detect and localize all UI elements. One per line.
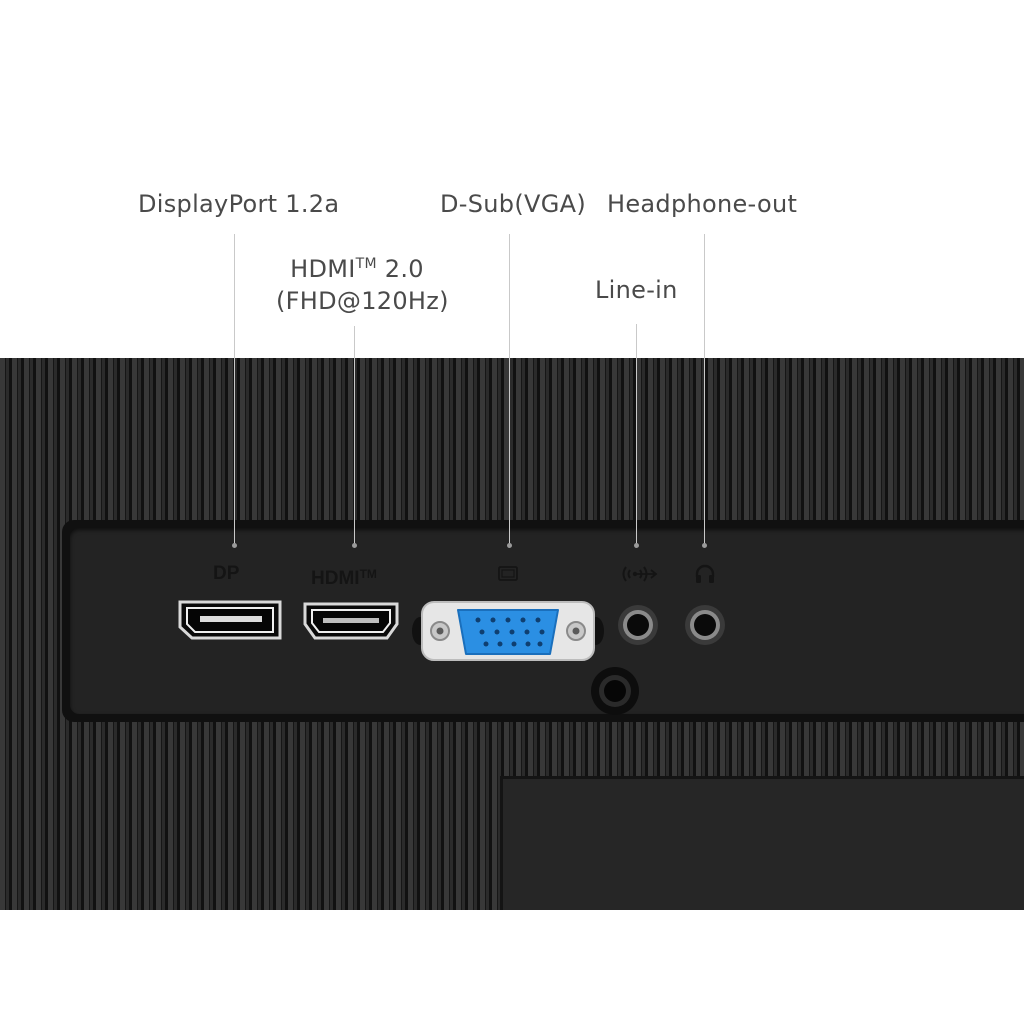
callout-displayport: DisplayPort 1.2a	[138, 190, 340, 218]
displayport-port	[178, 600, 282, 640]
hdmi-port-label-text: HDMI	[311, 568, 360, 589]
callout-dsub: D-Sub(VGA)	[440, 190, 586, 218]
callout-hdmi-tm: TM	[355, 256, 377, 272]
callout-headphone: Headphone-out	[607, 190, 798, 218]
callout-hdmi-line2: (FHD@120Hz)	[276, 287, 449, 315]
callout-linein: Line-in	[595, 276, 678, 304]
leader-line-linein	[636, 324, 637, 544]
hdmi-port	[303, 602, 399, 640]
headphone-jack	[685, 605, 725, 645]
leader-line-hdmi	[354, 326, 355, 544]
leader-dot-displayport	[232, 543, 237, 548]
monitor-icon	[498, 566, 518, 581]
leader-line-displayport	[234, 234, 235, 544]
leader-dot-hdmi	[352, 543, 357, 548]
audio-wave-icon	[622, 566, 658, 582]
hdmi-port-label: HDMITM	[311, 564, 377, 589]
stand-mount-block	[500, 776, 1024, 910]
vga-port	[412, 601, 604, 661]
dp-port-label: DP	[213, 563, 240, 584]
line-in-jack	[618, 605, 658, 645]
leader-line-dsub	[509, 234, 510, 544]
leader-dot-headphone	[702, 543, 707, 548]
leader-line-headphone	[704, 234, 705, 544]
leader-dot-linein	[634, 543, 639, 548]
callout-hdmi-name: HDMI	[290, 255, 356, 283]
leader-dot-dsub	[507, 543, 512, 548]
callout-hdmi-line1: HDMITM 2.0	[276, 248, 438, 285]
hdmi-port-label-tm: TM	[359, 567, 377, 581]
security-lock-slot	[591, 667, 639, 715]
headphone-icon	[695, 564, 715, 583]
callout-hdmi-version: 2.0	[384, 255, 424, 283]
callout-hdmi: HDMITM 2.0 (FHD@120Hz)	[276, 248, 449, 317]
